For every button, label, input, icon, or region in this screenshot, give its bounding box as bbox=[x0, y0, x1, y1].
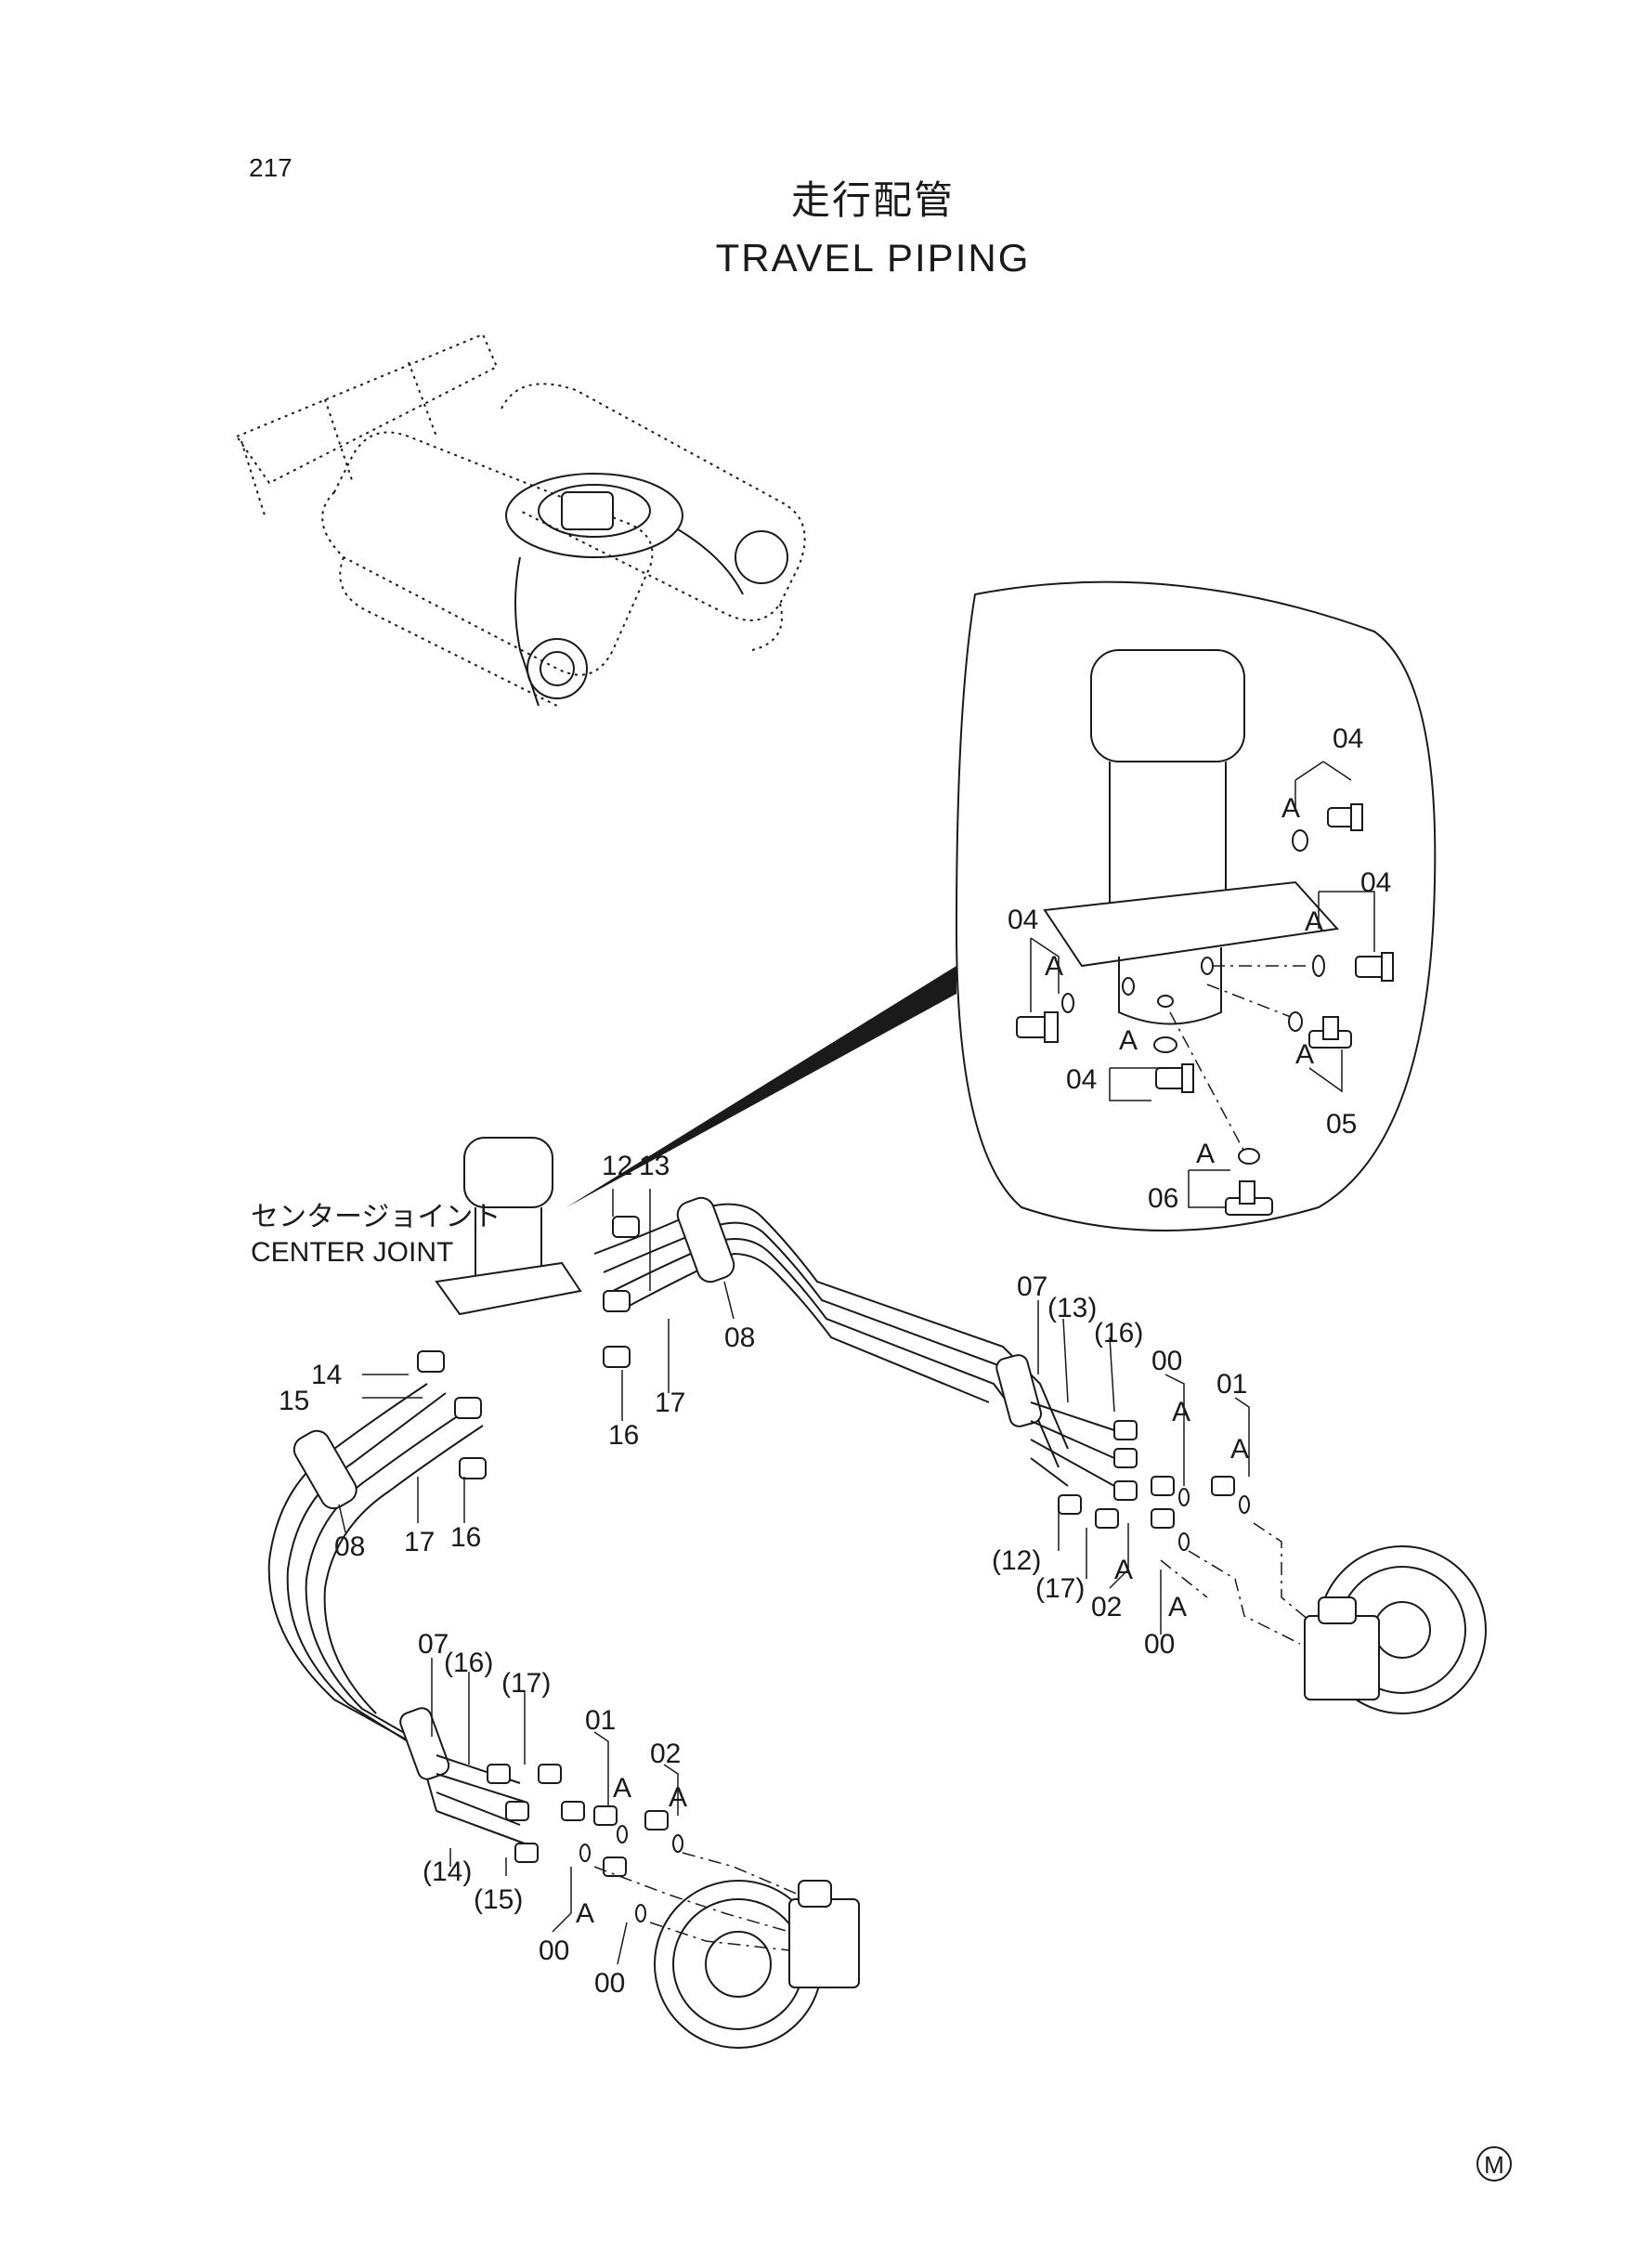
label-a-left-2: A bbox=[669, 1782, 687, 1813]
label-01-left: 01 bbox=[585, 1705, 616, 1736]
fitting-tee-06 bbox=[1169, 1011, 1273, 1216]
label-07-right: 07 bbox=[1017, 1271, 1047, 1302]
label-a-3: A bbox=[1045, 951, 1063, 982]
label-12-right: (12) bbox=[992, 1545, 1041, 1576]
label-a-2: A bbox=[1305, 906, 1323, 937]
label-a-right-2: A bbox=[1230, 1434, 1249, 1465]
label-04-bottom: 04 bbox=[1066, 1064, 1097, 1095]
center-joint-main: センタージョイント CENTER JOINT bbox=[251, 1137, 582, 1316]
left-fittings bbox=[487, 1764, 800, 1951]
label-a-5: A bbox=[1295, 1039, 1314, 1070]
machine-overview-sketch bbox=[235, 332, 806, 707]
left-labels: 07 (16) (17) 01 02 A A (14) (15) 00 A 00 bbox=[418, 1629, 687, 1999]
label-a-4: A bbox=[1119, 1025, 1138, 1056]
label-a-1: A bbox=[1281, 793, 1300, 824]
label-00-right-bottom: 00 bbox=[1144, 1629, 1175, 1660]
label-07-left: 07 bbox=[418, 1629, 449, 1660]
label-13-right: (13) bbox=[1047, 1293, 1097, 1323]
label-06: 06 bbox=[1148, 1183, 1178, 1214]
fitting-tee-05 bbox=[1206, 984, 1352, 1049]
label-02-right: 02 bbox=[1091, 1592, 1122, 1622]
label-01-right: 01 bbox=[1216, 1369, 1247, 1400]
label-04-mid-right: 04 bbox=[1360, 867, 1391, 898]
fitting-top-right bbox=[1292, 803, 1363, 852]
center-joint-detail-view: 04 04 04 04 05 06 A A A A A A bbox=[566, 580, 1437, 1231]
label-13: 13 bbox=[639, 1151, 670, 1181]
label-17-upper: 17 bbox=[655, 1388, 685, 1418]
label-04-top: 04 bbox=[1333, 723, 1363, 754]
label-05: 05 bbox=[1326, 1109, 1357, 1140]
label-16-upper: 16 bbox=[608, 1420, 639, 1451]
label-12: 12 bbox=[602, 1151, 632, 1181]
label-08-left: 08 bbox=[334, 1531, 365, 1562]
right-labels: 07 (13) (16) 00 01 A A (12) (17) 02 A A … bbox=[992, 1271, 1250, 1660]
left-travel-motor bbox=[654, 1880, 860, 2049]
label-02-left: 02 bbox=[650, 1739, 681, 1769]
label-00-left-2: 00 bbox=[594, 1968, 625, 1999]
label-15-left: (15) bbox=[474, 1884, 523, 1915]
label-17-right: (17) bbox=[1035, 1573, 1085, 1604]
label-a-left-3: A bbox=[576, 1898, 594, 1929]
label-14-left: (14) bbox=[423, 1857, 472, 1887]
hose-bundle bbox=[267, 1196, 1115, 1844]
label-04-left: 04 bbox=[1008, 905, 1038, 935]
label-16-left: (16) bbox=[444, 1648, 493, 1678]
title-english: TRAVEL PIPING bbox=[716, 236, 1031, 280]
right-travel-motor bbox=[1304, 1545, 1487, 1714]
label-a-left-1: A bbox=[613, 1773, 631, 1804]
main-view-labels: 12 13 14 15 16 16 17 17 08 08 bbox=[279, 1151, 755, 1562]
label-a-right-1: A bbox=[1172, 1397, 1190, 1427]
label-15: 15 bbox=[279, 1386, 309, 1416]
title-japanese: 走行配管 bbox=[791, 178, 955, 222]
label-08-right: 08 bbox=[724, 1322, 755, 1353]
label-a-right-3: A bbox=[1114, 1555, 1133, 1585]
label-14: 14 bbox=[311, 1360, 342, 1390]
label-16-right: (16) bbox=[1094, 1318, 1143, 1348]
fitting-mid-right bbox=[1212, 952, 1394, 982]
m-mark: M bbox=[1476, 2146, 1512, 2182]
center-joint-jp-label: センタージョイント bbox=[251, 1202, 501, 1232]
right-fittings bbox=[1058, 1420, 1310, 1645]
label-17-lower: 17 bbox=[404, 1527, 435, 1557]
label-a-right-4: A bbox=[1168, 1592, 1187, 1622]
label-00-right-top: 00 bbox=[1151, 1346, 1182, 1376]
fitting-bottom-center bbox=[1153, 1036, 1194, 1093]
label-00-left-1: 00 bbox=[539, 1935, 569, 1966]
label-a-6: A bbox=[1196, 1139, 1215, 1169]
label-17-left: (17) bbox=[501, 1668, 551, 1699]
label-16-lower: 16 bbox=[450, 1522, 481, 1553]
svg-text:M: M bbox=[1484, 2151, 1504, 2179]
center-joint-en-label: CENTER JOINT bbox=[251, 1237, 453, 1268]
page-number: 217 bbox=[249, 153, 293, 182]
fitting-left bbox=[1016, 993, 1074, 1043]
